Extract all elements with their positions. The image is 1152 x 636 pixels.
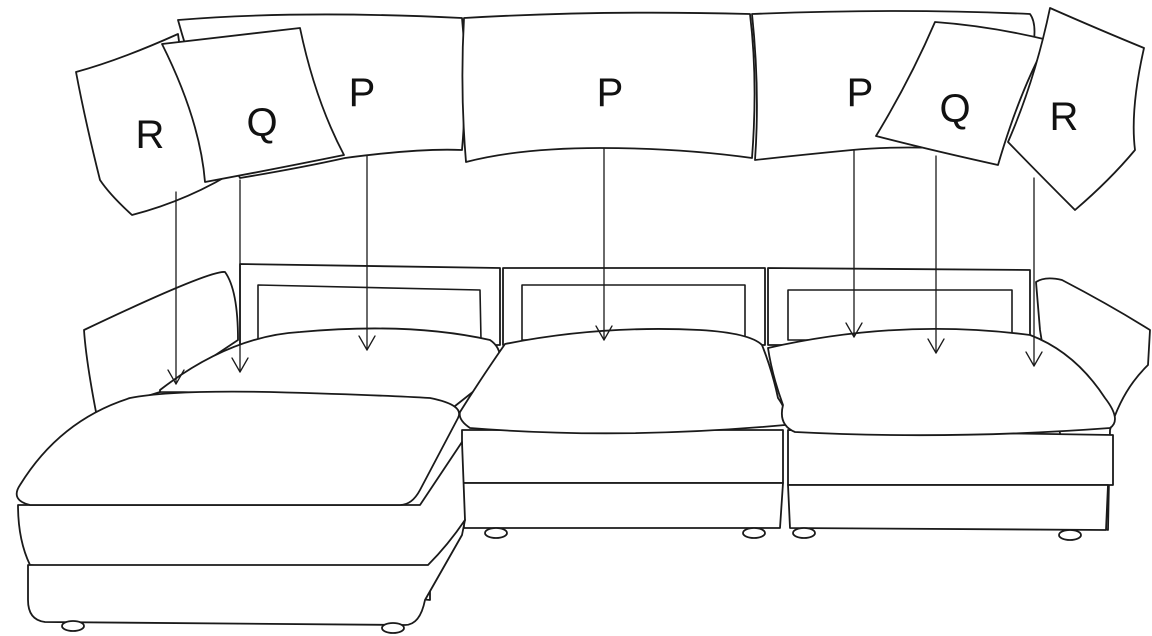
sofa-base [17, 264, 1150, 633]
label-back-cushion-right: P [847, 71, 874, 115]
label-pillow-left-inner: Q [246, 101, 277, 145]
label-pillow-left-outer: R [136, 113, 165, 157]
sofa-foot [382, 623, 404, 633]
sofa-foot [743, 528, 765, 538]
seat-base-middle [462, 430, 783, 538]
sofa-foot [793, 528, 815, 538]
seat-cushion-middle [460, 329, 787, 433]
chaise-cushion [17, 392, 460, 505]
sofa-foot [62, 621, 84, 631]
label-back-cushion-middle: P [597, 71, 624, 115]
label-pillow-right-outer: R [1050, 95, 1079, 139]
sofa-foot [485, 528, 507, 538]
label-pillow-right-inner: Q [939, 87, 970, 131]
seat-base-right [788, 430, 1113, 540]
label-back-cushion-left: P [349, 71, 376, 115]
sofa-foot [1059, 530, 1081, 540]
